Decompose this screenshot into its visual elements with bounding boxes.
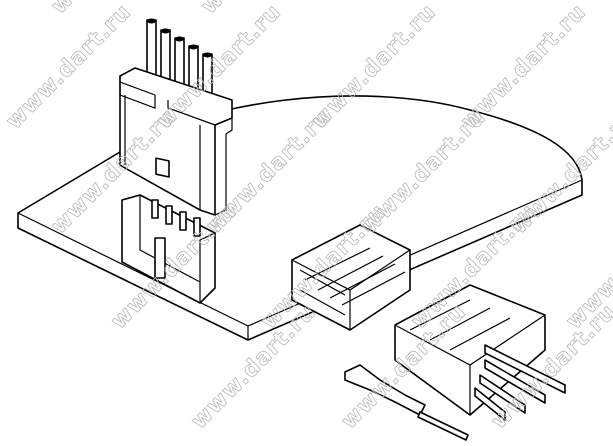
crimp-terminal — [344, 364, 469, 441]
right-angle-header — [121, 194, 216, 304]
plug-housing — [394, 284, 566, 421]
plug-pins — [474, 344, 566, 421]
vertical-pin-header — [119, 18, 233, 216]
middle-connector — [291, 224, 411, 331]
watermark-text: www.dart.ru — [2, 0, 137, 134]
